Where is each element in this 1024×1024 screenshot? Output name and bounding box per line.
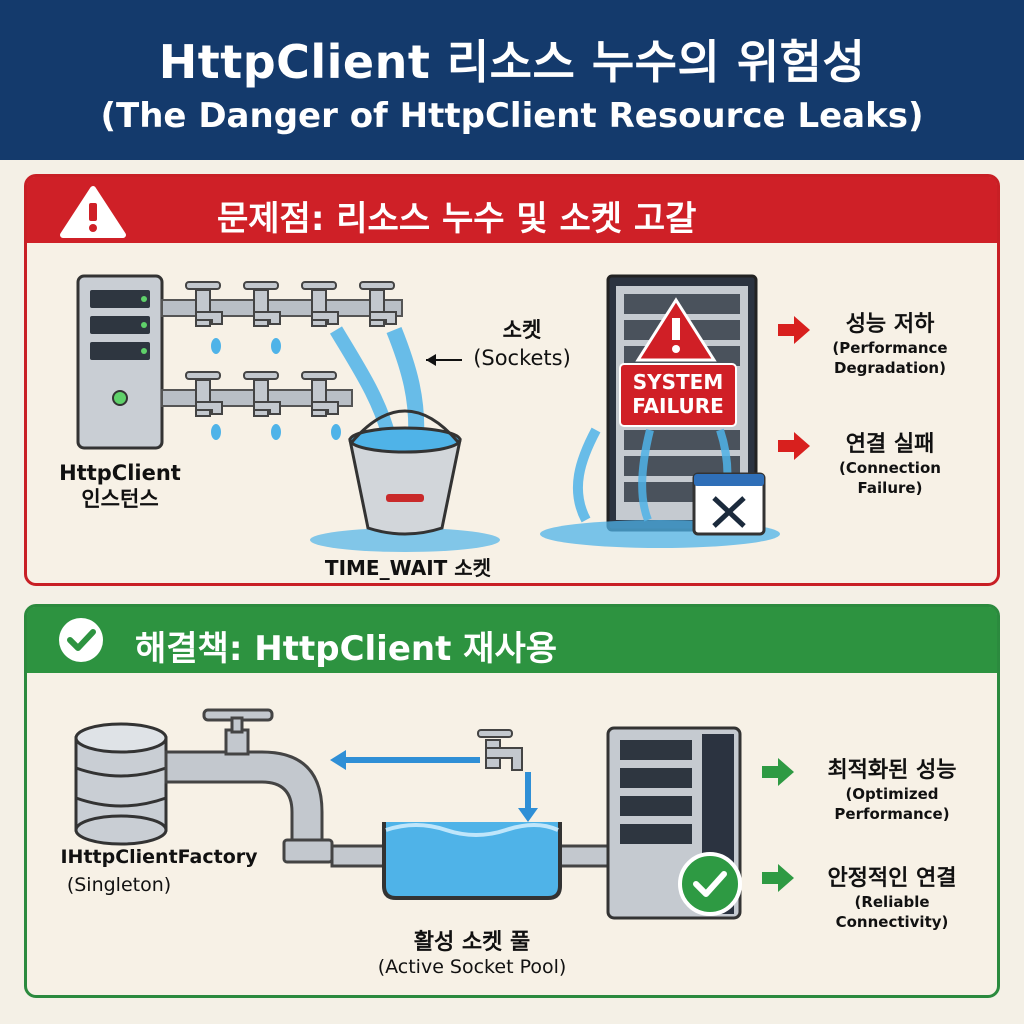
bucket-icon: [310, 409, 500, 552]
header-banner: HttpClient 리소스 누수의 위험성 (The Danger of Ht…: [0, 0, 1024, 160]
server-icon: [76, 274, 164, 450]
solution-panel: 해결책: HttpClient 재사용: [24, 604, 1000, 998]
effect-connection-en1: (Connection: [839, 459, 941, 477]
problem-title: 문제점: 리소스 누수 및 소켓 고갈: [217, 199, 697, 239]
page-subtitle: (The Danger of HttpClient Resource Leaks…: [100, 96, 924, 136]
effect-connection-en2: Failure): [857, 479, 923, 497]
cycle-arrow-icon: [336, 757, 531, 812]
problem-header: 문제점: 리소스 누수 및 소켓 고갈: [27, 177, 997, 243]
faucet-icon: [185, 371, 339, 417]
socket-pool-label: 활성 소켓 풀 (Active Socket Pool): [352, 924, 592, 978]
socket-pool-ko: 활성 소켓 풀: [413, 930, 531, 955]
faucet-icon: [477, 729, 523, 771]
effect-performance-en1: (Performance: [832, 339, 948, 357]
factory-label: IHttpClientFactory: [60, 846, 258, 868]
solution-title: 해결책: HttpClient 재사용: [135, 629, 558, 669]
sockets-label-en: (Sockets): [473, 346, 571, 370]
instance-label-line1: HttpClient: [59, 461, 181, 485]
benefit-performance: 최적화된 성능 (Optimized Performance): [800, 752, 984, 824]
faucet-icon: [185, 281, 397, 327]
check-circle-icon: [59, 618, 103, 662]
benefit-connectivity-en2: Connectivity): [835, 913, 949, 931]
benefit-performance-ko: 최적화된 성능: [827, 758, 957, 783]
effect-performance-en2: Degradation): [834, 359, 946, 377]
sockets-label-ko: 소켓: [502, 318, 542, 342]
benefit-performance-en2: Performance): [834, 805, 950, 823]
arrow-right-icon: [762, 758, 794, 892]
effect-connection-ko: 연결 실패: [845, 432, 935, 457]
system-failure-badge: [619, 363, 737, 427]
system-failure-line1: SYSTEM: [632, 370, 724, 394]
timewait-label: TIME_WAIT 소켓: [324, 556, 492, 580]
effect-connection: 연결 실패 (Connection Failure): [818, 426, 962, 498]
socket-pool-icon: [382, 822, 562, 900]
solution-header: 해결책: HttpClient 재사용: [27, 607, 997, 673]
check-circle-icon: [678, 852, 742, 916]
system-failure-text: SYSTEM FAILURE: [620, 370, 736, 418]
benefit-connectivity-en1: (Reliable: [854, 893, 930, 911]
pipe-icon: [164, 708, 614, 868]
benefit-performance-en1: (Optimized: [845, 785, 939, 803]
benefit-connectivity: 안정적인 연결 (Reliable Connectivity): [800, 860, 984, 932]
effect-performance-ko: 성능 저하: [845, 312, 935, 337]
benefit-connectivity-ko: 안정적인 연결: [827, 866, 957, 891]
page-title: HttpClient 리소스 누수의 위험성: [158, 35, 866, 89]
error-window-icon: [692, 472, 766, 536]
arrow-right-icon: [778, 316, 810, 460]
instance-label: HttpClient 인스턴스: [50, 460, 190, 512]
factory-sub-label: (Singleton): [66, 874, 172, 896]
problem-panel: 문제점: 리소스 누수 및 소켓 고갈: [24, 174, 1000, 586]
system-failure-line2: FAILURE: [632, 394, 724, 418]
database-icon: [74, 722, 168, 846]
effect-performance: 성능 저하 (Performance Degradation): [818, 306, 962, 378]
sockets-label: 소켓 (Sockets): [466, 316, 578, 372]
water-drips: [211, 338, 341, 440]
instance-label-line2: 인스턴스: [81, 487, 159, 511]
socket-pool-en: (Active Socket Pool): [377, 956, 567, 978]
warning-icon: [60, 186, 126, 238]
